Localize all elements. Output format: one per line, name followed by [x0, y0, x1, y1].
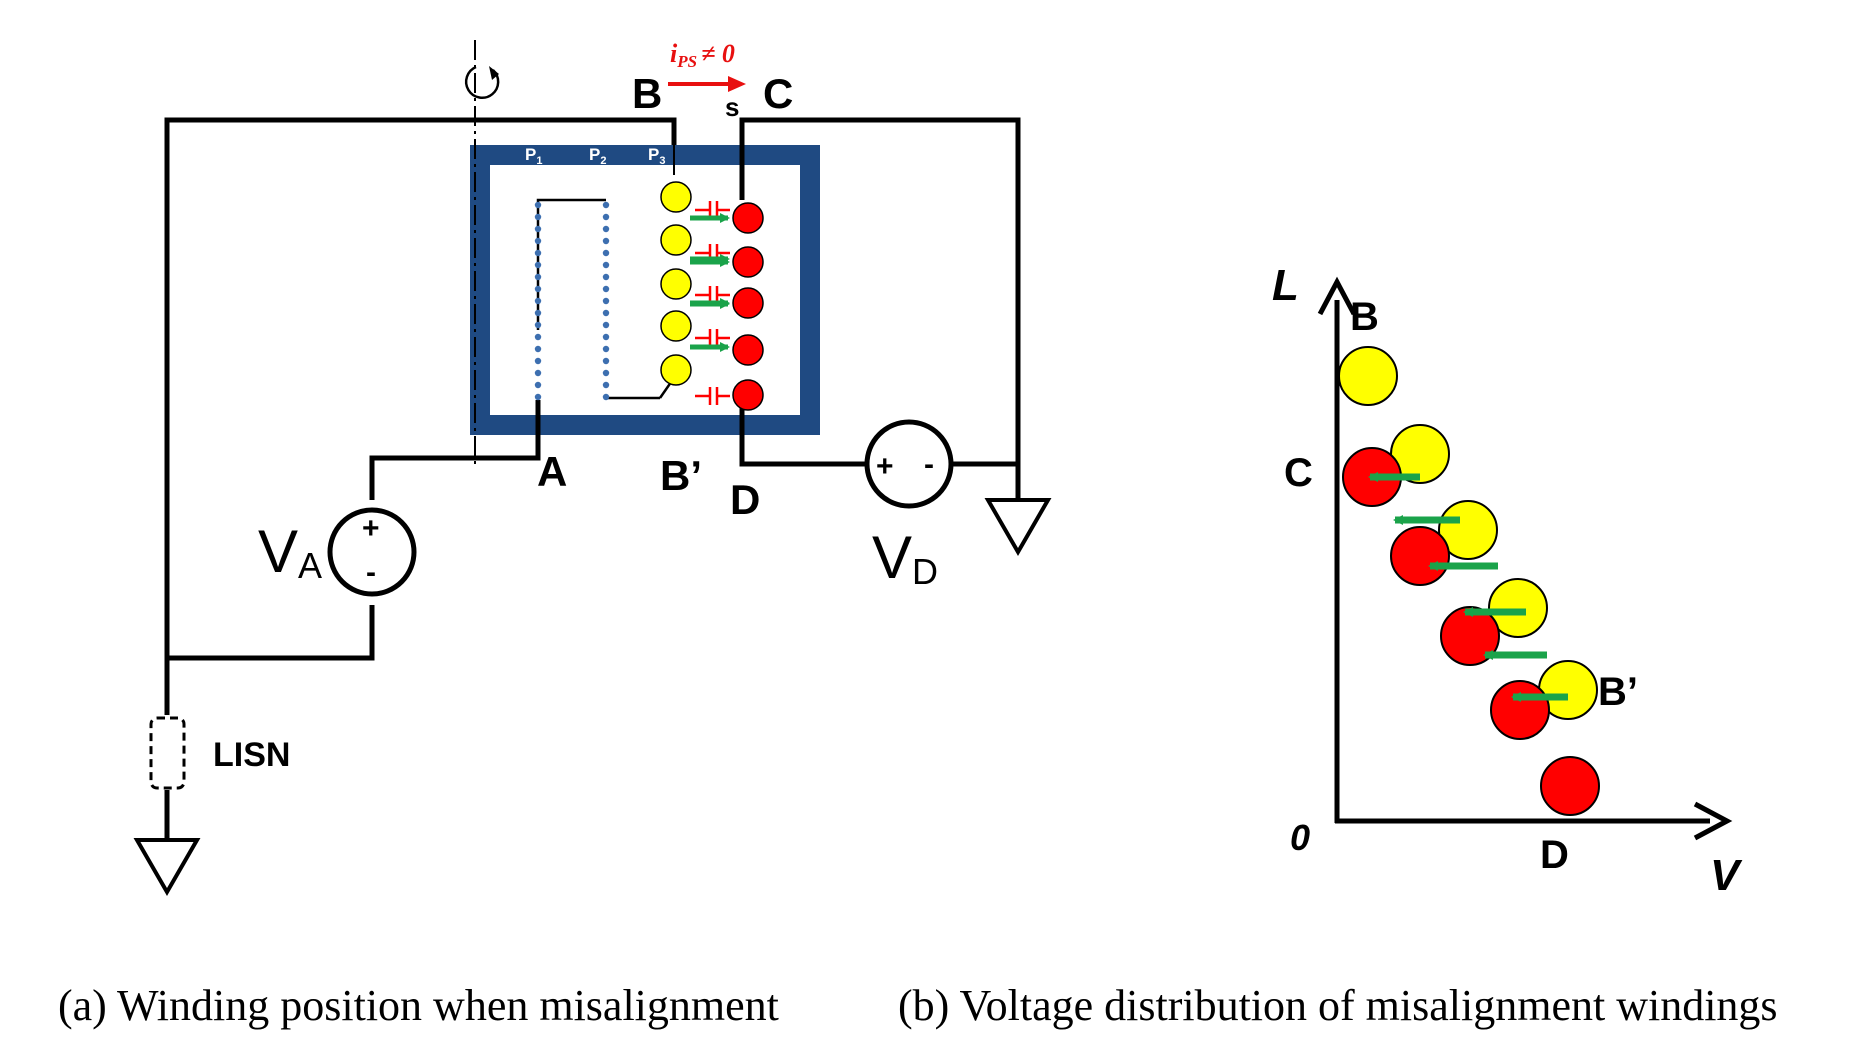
winding-dot	[534, 261, 542, 269]
current-direction-label: s	[725, 92, 739, 122]
secondary-turn	[732, 334, 764, 366]
winding-dot	[602, 225, 610, 233]
turns-panel-b	[1338, 346, 1600, 816]
primary-turn	[660, 268, 692, 300]
secondary-turn	[1540, 756, 1600, 816]
winding-dot	[602, 369, 610, 377]
winding-dot	[602, 381, 610, 389]
vd-minus-sign: -	[924, 448, 934, 481]
panel-b-distribution: L V 0 B C B’ D	[1272, 261, 1743, 900]
axis-L-arrowhead-icon	[1317, 276, 1357, 316]
winding-dot	[602, 249, 610, 257]
vd-plus-sign: +	[876, 450, 894, 483]
label-b-B: B	[1350, 295, 1379, 339]
winding-dot	[602, 201, 610, 209]
secondary-turn	[1390, 526, 1450, 586]
winding-dot	[534, 213, 542, 221]
winding-p1-dots	[534, 201, 542, 401]
primary-turn	[660, 181, 692, 213]
axis-label-L: L	[1272, 261, 1299, 310]
label-VA: VA	[258, 518, 322, 586]
winding-dot	[602, 333, 610, 341]
wire-C-to-ground	[739, 117, 1021, 500]
panel-a-circuit: B C A B’ D LISN s P1 P2 P3 iPS≠ 0 VA VD …	[133, 39, 1052, 897]
origin-label: 0	[1290, 817, 1310, 858]
label-P1: P1	[525, 145, 542, 167]
source-vd	[864, 419, 954, 509]
winding-dot	[602, 237, 610, 245]
va-minus-sign: -	[366, 556, 376, 589]
caption-b: (b) Voltage distribution of misalignment…	[898, 981, 1778, 1030]
winding-dot	[534, 321, 542, 329]
rotation-arrowhead-icon	[489, 66, 499, 80]
winding-dot	[534, 309, 542, 317]
winding-dot	[602, 285, 610, 293]
secondary-turn	[1490, 680, 1550, 740]
winding-dot	[534, 249, 542, 257]
winding-dot	[534, 237, 542, 245]
winding-dot	[602, 345, 610, 353]
primary-turn	[1488, 578, 1548, 638]
primary-turn	[660, 354, 692, 386]
ground-right-icon	[984, 498, 1052, 557]
label-LISN: LISN	[213, 736, 290, 774]
caption-a: (a) Winding position when misalignment	[58, 981, 779, 1030]
winding-dot	[602, 309, 610, 317]
label-B-prime: B’	[660, 452, 702, 499]
winding-dot	[534, 381, 542, 389]
source-va	[327, 507, 417, 597]
winding-dot	[534, 201, 542, 209]
label-D: D	[730, 476, 760, 523]
label-b-B-prime: B’	[1598, 670, 1638, 714]
primary-turn	[1438, 500, 1498, 560]
label-C: C	[763, 70, 793, 117]
label-B: B	[632, 70, 662, 117]
secondary-turn	[732, 202, 764, 234]
winding-dot	[534, 285, 542, 293]
secondary-turn	[732, 246, 764, 278]
ground-left-icon	[133, 838, 201, 897]
wire-VA-to-A	[369, 400, 541, 500]
primary-turn	[1338, 346, 1398, 406]
label-b-C: C	[1284, 451, 1313, 495]
primary-turn	[660, 310, 692, 342]
winding-dot	[534, 297, 542, 305]
winding-dot	[534, 333, 542, 341]
winding-dot	[534, 369, 542, 377]
primary-turn	[660, 224, 692, 256]
winding-p2-dots	[602, 201, 610, 401]
va-plus-sign: +	[362, 512, 380, 545]
axis-V-arrowhead-icon	[1693, 801, 1733, 841]
winding-dot	[602, 261, 610, 269]
current-arrowhead-icon	[728, 76, 746, 92]
winding-dot	[602, 273, 610, 281]
wire-D-to-VD	[739, 400, 868, 467]
winding-dot	[534, 273, 542, 281]
winding-dot	[602, 297, 610, 305]
label-P3: P3	[648, 145, 665, 167]
secondary-turn	[732, 379, 764, 411]
turns-panel-a	[660, 181, 764, 411]
current-label: iPS≠ 0	[670, 39, 735, 71]
rotation-icon	[464, 65, 500, 99]
winding-dot	[534, 393, 542, 401]
axis-label-V: V	[1710, 851, 1743, 900]
winding-dot	[602, 213, 610, 221]
winding-dot	[602, 321, 610, 329]
lisn-box	[149, 716, 186, 790]
label-P2: P2	[589, 145, 606, 167]
winding-dot	[534, 345, 542, 353]
label-VD: VD	[872, 524, 938, 592]
winding-dot	[534, 357, 542, 365]
wire-B-to-LISN	[164, 117, 677, 661]
winding-dot	[602, 357, 610, 365]
winding-dot	[602, 393, 610, 401]
label-b-D: D	[1540, 833, 1569, 877]
winding-dot	[534, 225, 542, 233]
secondary-turn	[732, 287, 764, 319]
label-A: A	[537, 448, 567, 495]
